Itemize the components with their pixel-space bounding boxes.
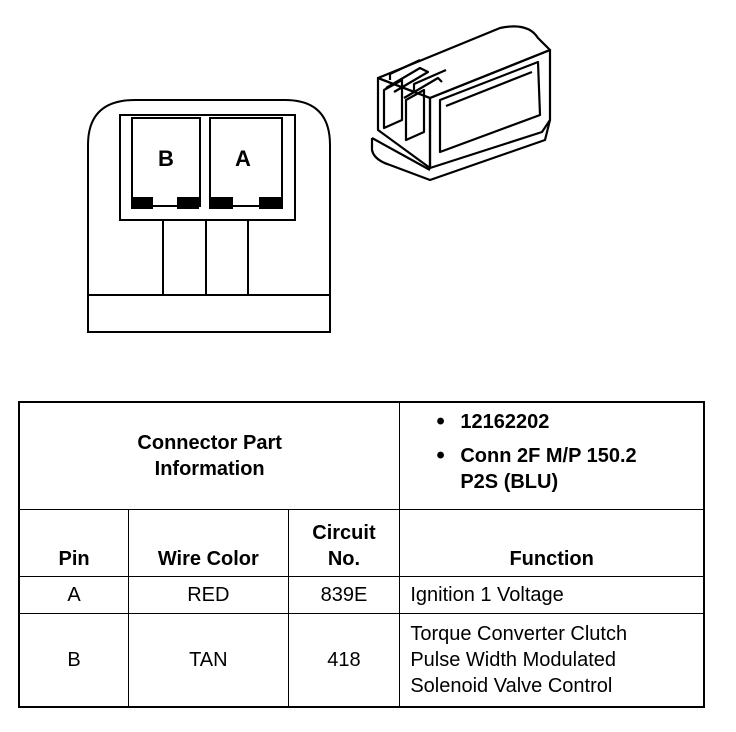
function-column-header: Function — [399, 509, 705, 577]
connector-info-table: Connector Part Information 12162202 Conn… — [18, 401, 705, 708]
connector-housing-outline — [87, 99, 331, 333]
circuit-cell: 839E — [287, 576, 401, 614]
connector-front-view: B A — [87, 99, 331, 333]
connector-cavity-outline — [119, 114, 296, 221]
circuit-column-header: Circuit No. — [287, 509, 401, 577]
table-row: A RED 839E Ignition 1 Voltage — [18, 576, 705, 614]
pin-cavity-a — [209, 117, 283, 209]
function-cell: Torque Converter Clutch Pulse Width Modu… — [399, 613, 705, 708]
pin-column-header: Pin — [18, 509, 130, 577]
table-row: B TAN 418 Torque Converter Clutch Pulse … — [18, 613, 705, 708]
pin-cell: B — [18, 613, 130, 708]
pin-a-label: A — [235, 146, 251, 171]
connector-description-item: Conn 2F M/P 150.2 P2S (BLU) — [436, 443, 693, 495]
connector-isometric-view — [370, 25, 552, 182]
part-number-item: 12162202 — [436, 409, 693, 435]
connector-part-info-label: Connector Part Information — [18, 401, 401, 510]
connector-part-info-values: 12162202 Conn 2F M/P 150.2 P2S (BLU) — [399, 401, 705, 510]
function-cell: Ignition 1 Voltage — [399, 576, 705, 614]
pin-b-label: B — [158, 146, 174, 171]
wire-color-cell: RED — [128, 576, 289, 614]
wire-color-cell: TAN — [128, 613, 289, 708]
wire-color-column-header: Wire Color — [128, 509, 289, 577]
pin-cavity-b — [131, 117, 201, 209]
pin-cell: A — [18, 576, 130, 614]
circuit-cell: 418 — [287, 613, 401, 708]
